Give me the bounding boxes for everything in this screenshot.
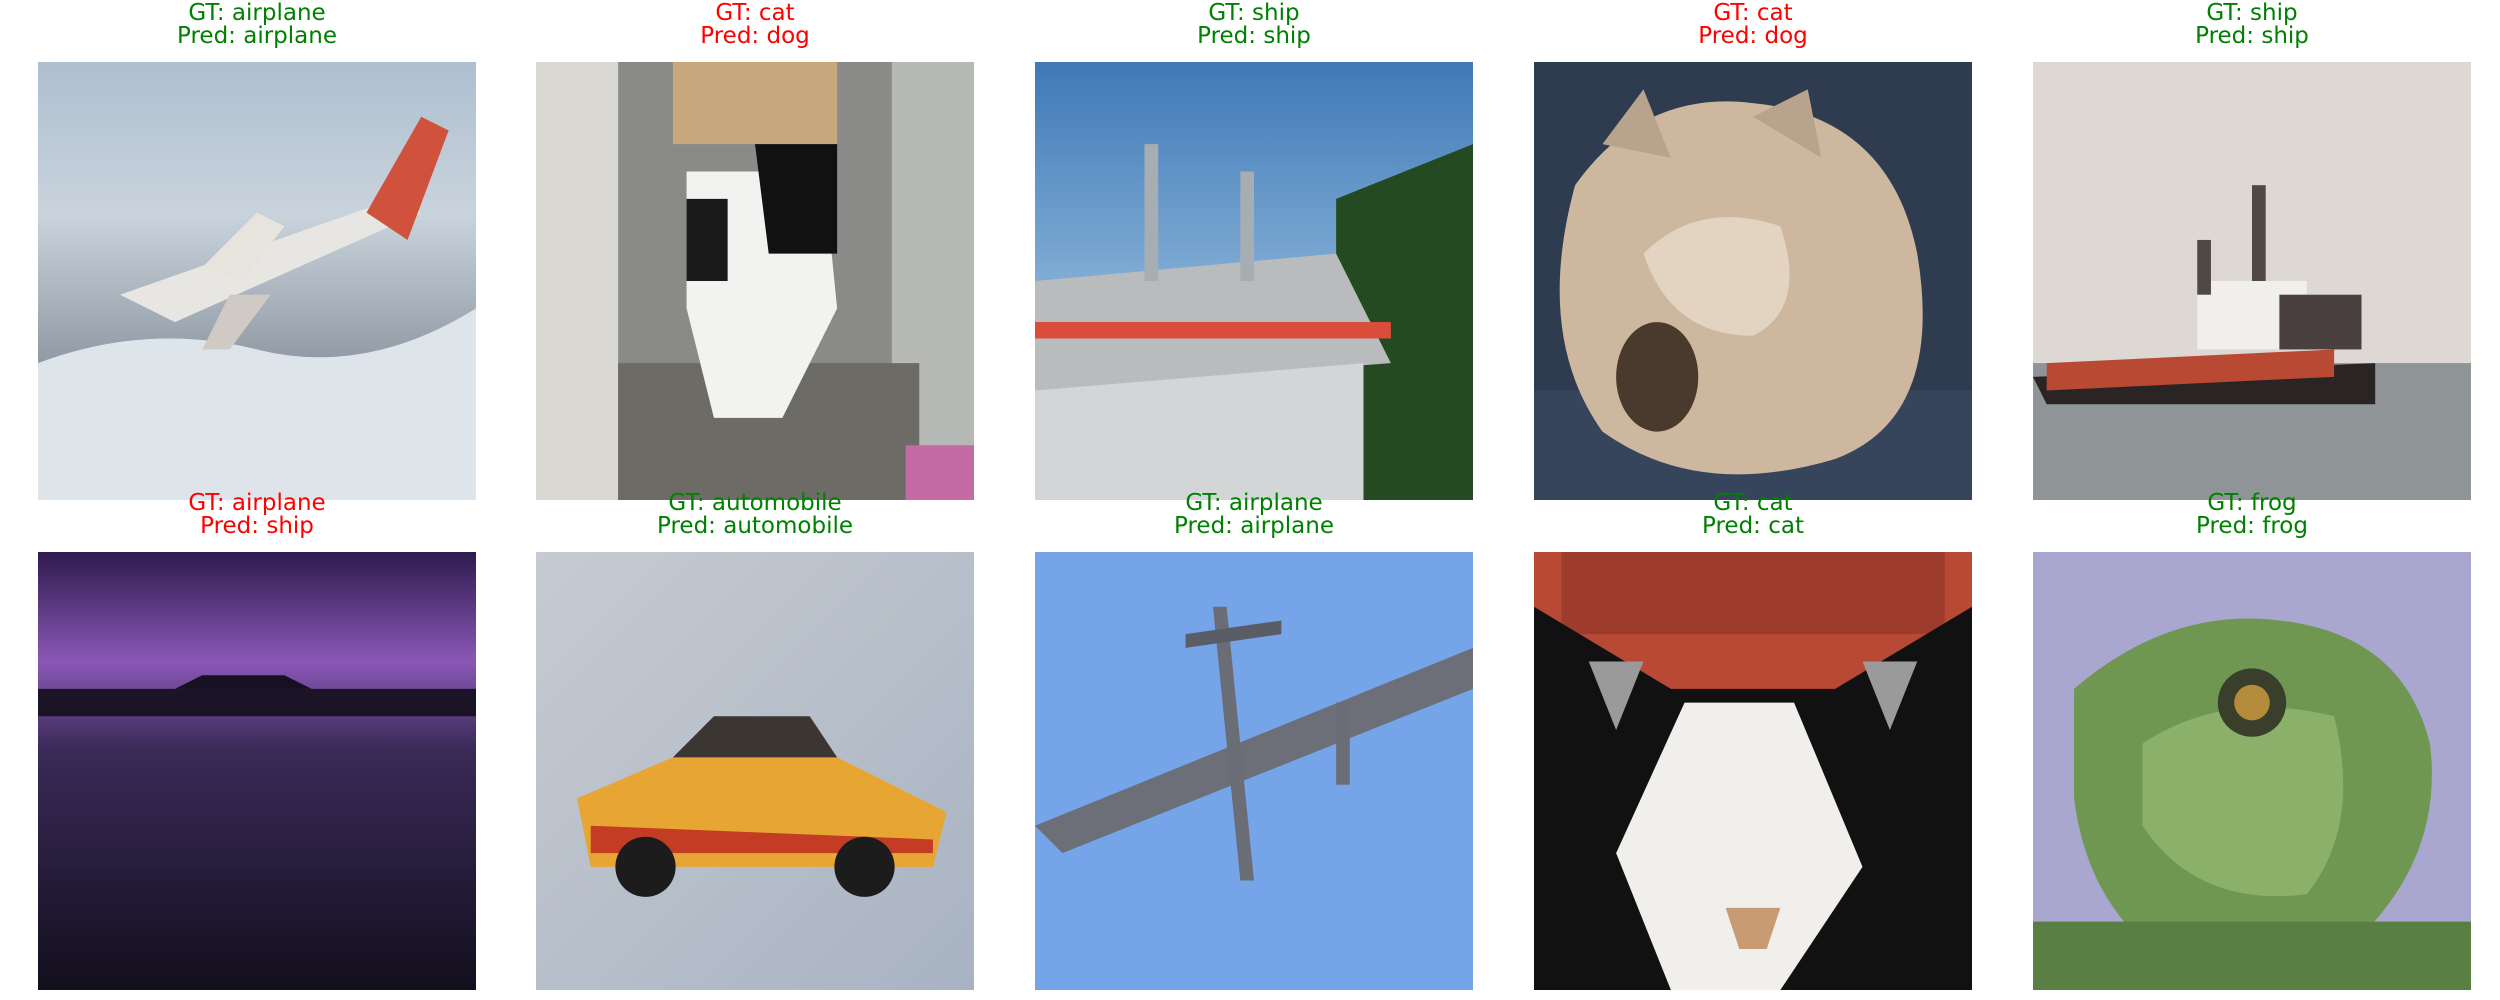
sample-image <box>38 62 476 500</box>
sample-cell: GT: cat Pred: dog <box>1534 0 1972 500</box>
sample-image <box>1534 62 1972 500</box>
ground-truth-label: GT: automobile <box>668 490 842 516</box>
sample-cell: GT: frog Pred: frog <box>2033 490 2471 1000</box>
sample-cell: GT: airplane Pred: airplane <box>38 0 476 500</box>
sample-caption: GT: cat Pred: dog <box>536 2 974 48</box>
ground-truth-label: GT: airplane <box>188 490 326 516</box>
prediction-label: Pred: dog <box>700 23 810 49</box>
sample-image <box>38 552 476 990</box>
ground-truth-label: GT: ship <box>2206 0 2298 26</box>
sample-caption: GT: cat Pred: cat <box>1534 492 1972 538</box>
sample-caption: GT: frog Pred: frog <box>2033 492 2471 538</box>
sample-cell: GT: cat Pred: cat <box>1534 490 1972 1000</box>
sample-image <box>1035 552 1473 990</box>
sample-cell: GT: cat Pred: dog <box>536 0 974 500</box>
sample-cell: GT: airplane Pred: airplane <box>1035 490 1473 1000</box>
sample-image <box>1534 552 1972 990</box>
ground-truth-label: GT: airplane <box>188 0 326 26</box>
ground-truth-label: GT: cat <box>1713 490 1793 516</box>
sample-caption: GT: airplane Pred: airplane <box>38 2 476 48</box>
prediction-label: Pred: automobile <box>657 513 853 539</box>
prediction-label: Pred: cat <box>1702 513 1804 539</box>
sample-cell: GT: automobile Pred: automobile <box>536 490 974 1000</box>
prediction-label: Pred: airplane <box>177 23 337 49</box>
ground-truth-label: GT: cat <box>715 0 795 26</box>
sample-cell: GT: ship Pred: ship <box>1035 0 1473 500</box>
sample-cell: GT: airplane Pred: ship <box>38 490 476 1000</box>
prediction-label: Pred: frog <box>2196 513 2308 539</box>
ground-truth-label: GT: cat <box>1713 0 1793 26</box>
ground-truth-label: GT: airplane <box>1185 490 1323 516</box>
sample-image <box>1035 62 1473 500</box>
sample-image <box>2033 62 2471 500</box>
ground-truth-label: GT: ship <box>1208 0 1300 26</box>
sample-caption: GT: airplane Pred: ship <box>38 492 476 538</box>
sample-image <box>2033 552 2471 990</box>
sample-image <box>536 552 974 990</box>
prediction-label: Pred: ship <box>1197 23 1311 49</box>
sample-image <box>536 62 974 500</box>
sample-caption: GT: automobile Pred: automobile <box>536 492 974 538</box>
sample-caption: GT: ship Pred: ship <box>1035 2 1473 48</box>
prediction-label: Pred: ship <box>200 513 314 539</box>
sample-cell: GT: ship Pred: ship <box>2033 0 2471 500</box>
prediction-label: Pred: ship <box>2195 23 2309 49</box>
prediction-label: Pred: airplane <box>1174 513 1334 539</box>
sample-caption: GT: airplane Pred: airplane <box>1035 492 1473 538</box>
prediction-label: Pred: dog <box>1698 23 1808 49</box>
ground-truth-label: GT: frog <box>2207 490 2297 516</box>
sample-caption: GT: ship Pred: ship <box>2033 2 2471 48</box>
sample-caption: GT: cat Pred: dog <box>1534 2 1972 48</box>
